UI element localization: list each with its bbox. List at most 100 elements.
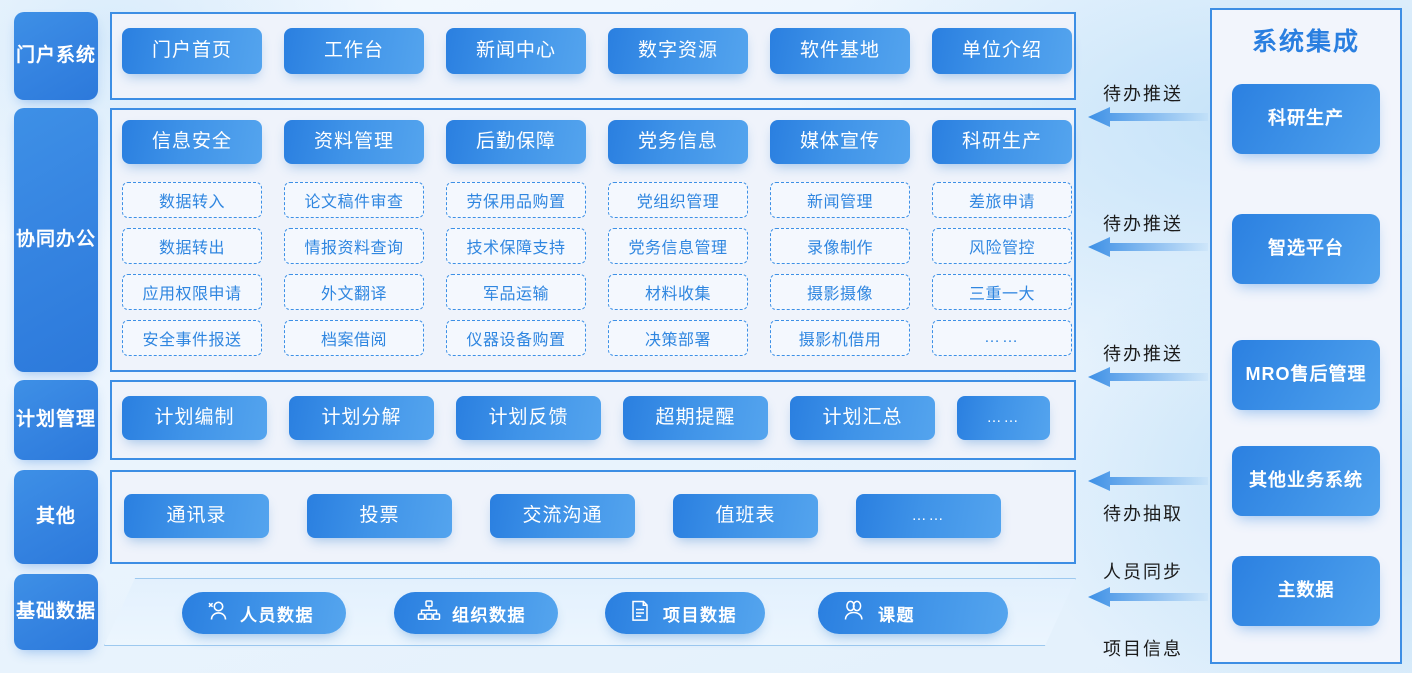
plan-item-1[interactable]: 计划分解 [289, 396, 434, 440]
office-row: 信息安全 资料管理 后勤保障 党务信息 媒体宣传 科研生产 [122, 120, 1072, 164]
item-label: 资料管理 [313, 131, 394, 153]
item-label: 后勤保障 [475, 131, 556, 153]
base-item-org-data[interactable]: 组织数据 [394, 592, 558, 634]
base-item-label: 项目数据 [663, 605, 737, 625]
plan-item-2[interactable]: 计划反馈 [456, 396, 601, 440]
office-item-2[interactable]: 后勤保障 [446, 120, 586, 164]
office-sub-item-more[interactable]: …… [932, 320, 1072, 356]
item-label: 新闻管理 [806, 194, 873, 211]
office-item-3[interactable]: 党务信息 [608, 120, 748, 164]
office-sub-item[interactable]: 数据转出 [122, 228, 262, 264]
item-label: 安全事件报送 [142, 332, 242, 349]
item-label: 外文翻译 [320, 286, 387, 303]
office-sub-row-0: 数据转入 论文稿件审查 劳保用品购置 党组织管理 新闻管理 差旅申请 [122, 182, 1072, 218]
arrow-todo-push-2-label: 待办推送 [1103, 214, 1183, 234]
plan-item-more[interactable]: …… [957, 396, 1050, 440]
category-other[interactable]: 其他 [14, 470, 98, 564]
arrow-todo-push-1 [1088, 106, 1208, 128]
arrow-todo-extract [1088, 470, 1208, 492]
system-item-smart-platform[interactable]: 智选平台 [1232, 214, 1380, 284]
office-sub-item[interactable]: 论文稿件审查 [284, 182, 424, 218]
base-item-label: 组织数据 [452, 605, 526, 625]
base-item-project-data[interactable]: 项目数据 [605, 592, 765, 634]
item-label: 值班表 [715, 505, 776, 527]
office-sub-item[interactable]: 外文翻译 [284, 274, 424, 310]
office-sub-item[interactable]: 技术保障支持 [446, 228, 586, 264]
office-sub-item[interactable]: 三重一大 [932, 274, 1072, 310]
other-item-more[interactable]: …… [856, 494, 1001, 538]
office-item-5[interactable]: 科研生产 [932, 120, 1072, 164]
office-sub-item[interactable]: 录像制作 [770, 228, 910, 264]
item-label: 数字资源 [637, 40, 718, 62]
item-label: 门户首页 [151, 40, 232, 62]
plan-item-3[interactable]: 超期提醒 [623, 396, 768, 440]
office-sub-item[interactable]: 档案借阅 [284, 320, 424, 356]
office-sub-row-3: 安全事件报送 档案借阅 仪器设备购置 决策部署 摄影机借用 …… [122, 320, 1072, 356]
office-sub-item[interactable]: 安全事件报送 [122, 320, 262, 356]
item-label: 数据转入 [158, 194, 225, 211]
item-label: …… [986, 408, 1021, 426]
portal-row: 门户首页 工作台 新闻中心 数字资源 软件基地 单位介绍 [122, 28, 1072, 74]
item-label: 军品运输 [482, 286, 549, 303]
item-label: 应用权限申请 [142, 286, 242, 303]
system-item-label: 智选平台 [1268, 238, 1344, 259]
office-item-1[interactable]: 资料管理 [284, 120, 424, 164]
portal-item-5[interactable]: 单位介绍 [932, 28, 1072, 74]
office-sub-item[interactable]: 党组织管理 [608, 182, 748, 218]
item-label: 新闻中心 [475, 40, 556, 62]
category-label: 门户系统 [15, 45, 96, 67]
plan-item-0[interactable]: 计划编制 [122, 396, 267, 440]
system-item-research-production[interactable]: 科研生产 [1232, 84, 1380, 154]
office-item-4[interactable]: 媒体宣传 [770, 120, 910, 164]
system-item-label: 主数据 [1277, 580, 1335, 601]
arrow-person-sync [1088, 586, 1208, 608]
portal-item-1[interactable]: 工作台 [284, 28, 424, 74]
portal-item-0[interactable]: 门户首页 [122, 28, 262, 74]
office-sub-item[interactable]: 劳保用品购置 [446, 182, 586, 218]
office-sub-item[interactable]: 党务信息管理 [608, 228, 748, 264]
portal-item-2[interactable]: 新闻中心 [446, 28, 586, 74]
category-collaborative-office[interactable]: 协同办公 [14, 108, 98, 372]
other-item-2[interactable]: 交流沟通 [490, 494, 635, 538]
system-item-mro-aftersales[interactable]: MRO售后管理 [1232, 340, 1380, 410]
office-sub-item[interactable]: 新闻管理 [770, 182, 910, 218]
base-item-person-data[interactable]: 人员数据 [182, 592, 346, 634]
item-label: 三重一大 [968, 286, 1035, 303]
office-sub-item[interactable]: 应用权限申请 [122, 274, 262, 310]
system-item-other-business[interactable]: 其他业务系统 [1232, 446, 1380, 516]
item-label: 媒体宣传 [799, 131, 880, 153]
item-label: 摄影摄像 [806, 286, 873, 303]
item-label: 工作台 [323, 40, 384, 62]
office-sub-item[interactable]: 风险管控 [932, 228, 1072, 264]
office-sub-item[interactable]: 数据转入 [122, 182, 262, 218]
category-plan-management[interactable]: 计划管理 [14, 380, 98, 460]
portal-item-4[interactable]: 软件基地 [770, 28, 910, 74]
base-item-topic[interactable]: 课题 [818, 592, 1008, 634]
item-label: 论文稿件审查 [304, 194, 404, 211]
office-sub-item[interactable]: 摄影机借用 [770, 320, 910, 356]
other-item-1[interactable]: 投票 [307, 494, 452, 538]
plan-panel: 计划编制 计划分解 计划反馈 超期提醒 计划汇总 …… [110, 380, 1076, 460]
office-sub-item[interactable]: 材料收集 [608, 274, 748, 310]
other-item-0[interactable]: 通讯录 [124, 494, 269, 538]
system-item-master-data[interactable]: 主数据 [1232, 556, 1380, 626]
other-item-3[interactable]: 值班表 [673, 494, 818, 538]
category-basic-data[interactable]: 基础数据 [14, 574, 98, 650]
category-label: 计划管理 [15, 409, 96, 431]
office-sub-item[interactable]: 差旅申请 [932, 182, 1072, 218]
category-portal-system[interactable]: 门户系统 [14, 12, 98, 100]
office-sub-item[interactable]: 仪器设备购置 [446, 320, 586, 356]
office-sub-item[interactable]: 军品运输 [446, 274, 586, 310]
plan-item-4[interactable]: 计划汇总 [790, 396, 935, 440]
office-sub-item[interactable]: 决策部署 [608, 320, 748, 356]
item-label: 风险管控 [968, 240, 1035, 257]
item-label: 录像制作 [806, 240, 873, 257]
office-item-0[interactable]: 信息安全 [122, 120, 262, 164]
office-sub-row-1: 数据转出 情报资料查询 技术保障支持 党务信息管理 录像制作 风险管控 [122, 228, 1072, 264]
category-label: 协同办公 [15, 229, 96, 251]
arrow-person-sync-label: 人员同步 [1103, 562, 1183, 582]
portal-item-3[interactable]: 数字资源 [608, 28, 748, 74]
office-sub-item[interactable]: 情报资料查询 [284, 228, 424, 264]
office-sub-item[interactable]: 摄影摄像 [770, 274, 910, 310]
item-label: 超期提醒 [655, 407, 736, 429]
